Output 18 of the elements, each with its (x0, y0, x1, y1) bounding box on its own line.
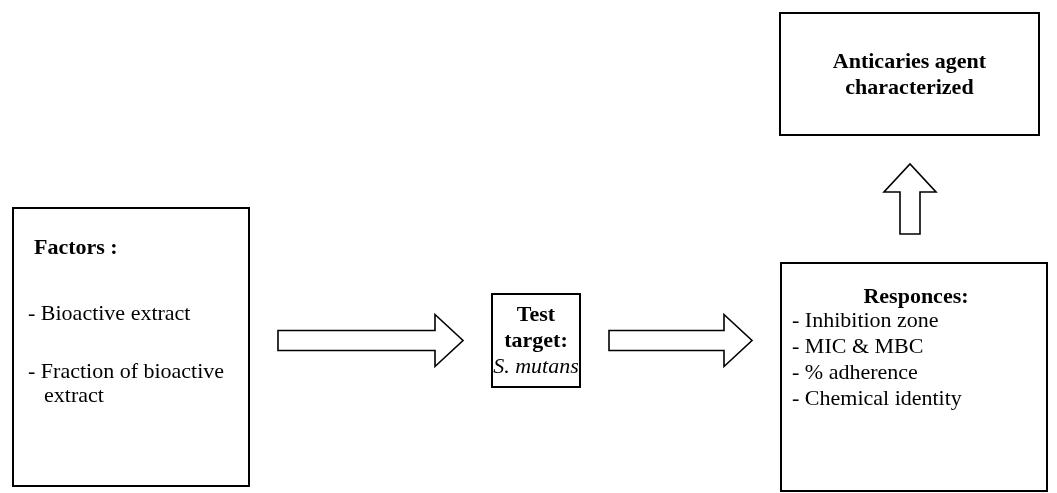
block-arrow (608, 312, 754, 369)
list-item: - Fraction of bioactive extract (28, 359, 226, 408)
heading-text: Responces: (862, 284, 970, 309)
list-item: - Chemical identity (792, 386, 963, 411)
list-item: - Bioactive extract (28, 301, 192, 326)
list-item: - % adherence (792, 360, 919, 385)
process-box (779, 12, 1040, 136)
body-text: S. mutans (493, 353, 579, 381)
process-box (12, 207, 250, 487)
block-arrow (882, 162, 938, 235)
heading-text: Factors : (34, 235, 119, 260)
list-item: - MIC & MBC (792, 334, 925, 359)
list-item: - Inhibition zone (792, 308, 939, 333)
body-text: Anticaries agent characterized (831, 47, 988, 101)
process-box (780, 262, 1048, 492)
heading-text: Test target: (503, 300, 569, 354)
block-arrow (277, 312, 465, 369)
process-box (491, 293, 581, 388)
